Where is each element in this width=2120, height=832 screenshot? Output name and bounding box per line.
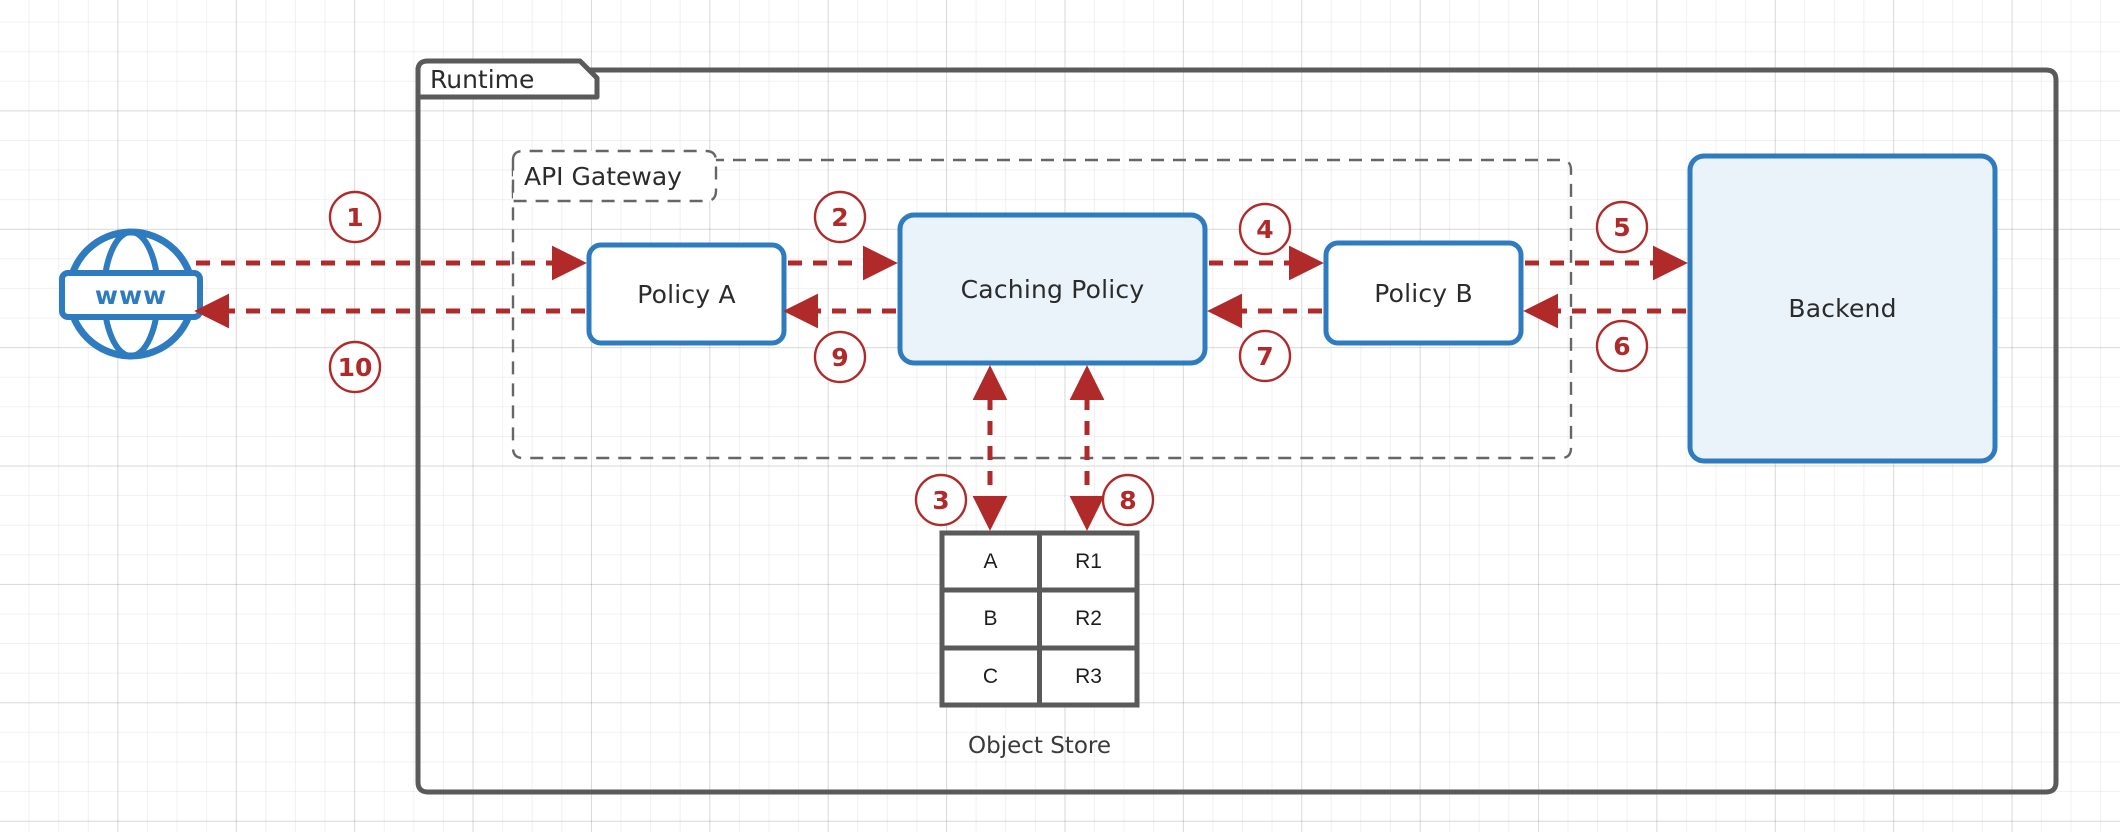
node-policy-b[interactable] <box>1323 240 1524 346</box>
node-backend[interactable] <box>1687 153 1998 464</box>
step-circle-7 <box>1238 329 1292 383</box>
step-circle-3 <box>914 473 968 527</box>
step-circle-5 <box>1595 200 1649 254</box>
runtime-container <box>415 58 2059 795</box>
step-circle-1 <box>328 190 382 244</box>
node-caching-policy[interactable] <box>897 212 1208 366</box>
step-circle-6 <box>1595 319 1649 373</box>
step-circle-8 <box>1101 473 1155 527</box>
node-policy-a[interactable] <box>586 242 787 346</box>
object-store-table[interactable] <box>939 530 1140 708</box>
step-circle-10 <box>328 340 382 394</box>
globe-icon <box>59 228 203 360</box>
api-gateway-container <box>511 149 1573 460</box>
step-circle-4 <box>1238 202 1292 256</box>
step-circle-2 <box>813 190 867 244</box>
step-circle-9 <box>813 330 867 384</box>
